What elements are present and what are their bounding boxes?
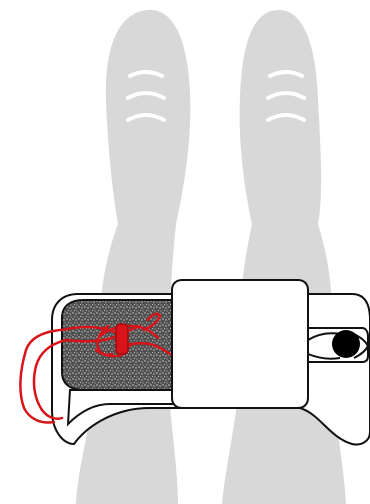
right-leg: [222, 10, 346, 504]
right-sole-marks: [266, 70, 306, 122]
strap-panel: [171, 279, 309, 409]
left-leg: [76, 9, 191, 504]
cord-lock: [115, 323, 129, 355]
toggle-knob: [332, 330, 360, 358]
pad-lower-band: [66, 389, 185, 427]
left-sole-marks: [126, 70, 166, 122]
